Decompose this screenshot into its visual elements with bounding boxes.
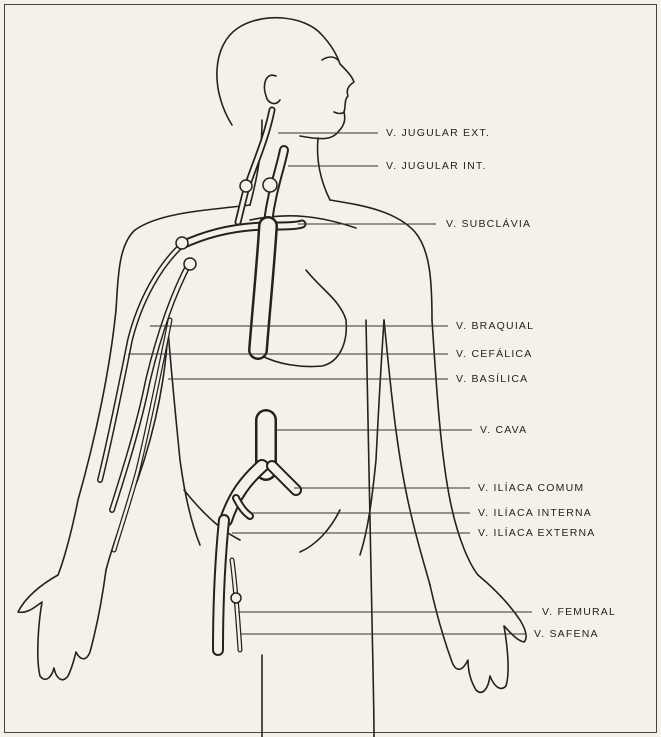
mouth-outline: [334, 112, 344, 114]
eye-outline: [322, 57, 338, 60]
head-outline: [217, 18, 354, 139]
torso-left: [168, 330, 200, 545]
label-cefalica: V. CEFÁLICA: [456, 348, 532, 360]
hip-line-right: [300, 510, 340, 552]
left-shoulder: [116, 205, 250, 310]
cephalic-vein: [100, 245, 182, 480]
label-femural: V. FEMURAL: [542, 606, 616, 618]
right-arm-inner: [384, 320, 430, 585]
label-jugular-ext: V. JUGULAR EXT.: [386, 127, 490, 139]
label-subclavia: V. SUBCLÁVIA: [446, 218, 531, 230]
ear-outline: [264, 75, 280, 103]
label-iliaca-interna: V. ILÍACA INTERNA: [478, 507, 592, 519]
valve-jugular-ext: [240, 180, 252, 192]
left-hand: [18, 570, 106, 680]
neck-right: [318, 138, 331, 200]
valve-femoral: [231, 593, 241, 603]
valve-subclavia: [176, 237, 188, 249]
label-braquial: V. BRAQUIAL: [456, 320, 534, 332]
right-shoulder: [330, 200, 432, 320]
label-iliaca-externa: V. ILÍACA EXTERNA: [478, 527, 595, 539]
label-jugular-int: V. JUGULAR INT.: [386, 160, 486, 172]
torso-right: [360, 320, 384, 555]
valve-braquial: [184, 258, 196, 270]
label-safena: V. SAFENA: [534, 628, 599, 640]
label-iliaca-comum: V. ILÍACA COMUM: [478, 482, 584, 494]
heart-outline: [262, 270, 346, 367]
label-cava: V. CAVA: [480, 424, 527, 436]
valve-jugular-int: [263, 178, 277, 192]
label-basilica: V. BASÍLICA: [456, 373, 528, 385]
